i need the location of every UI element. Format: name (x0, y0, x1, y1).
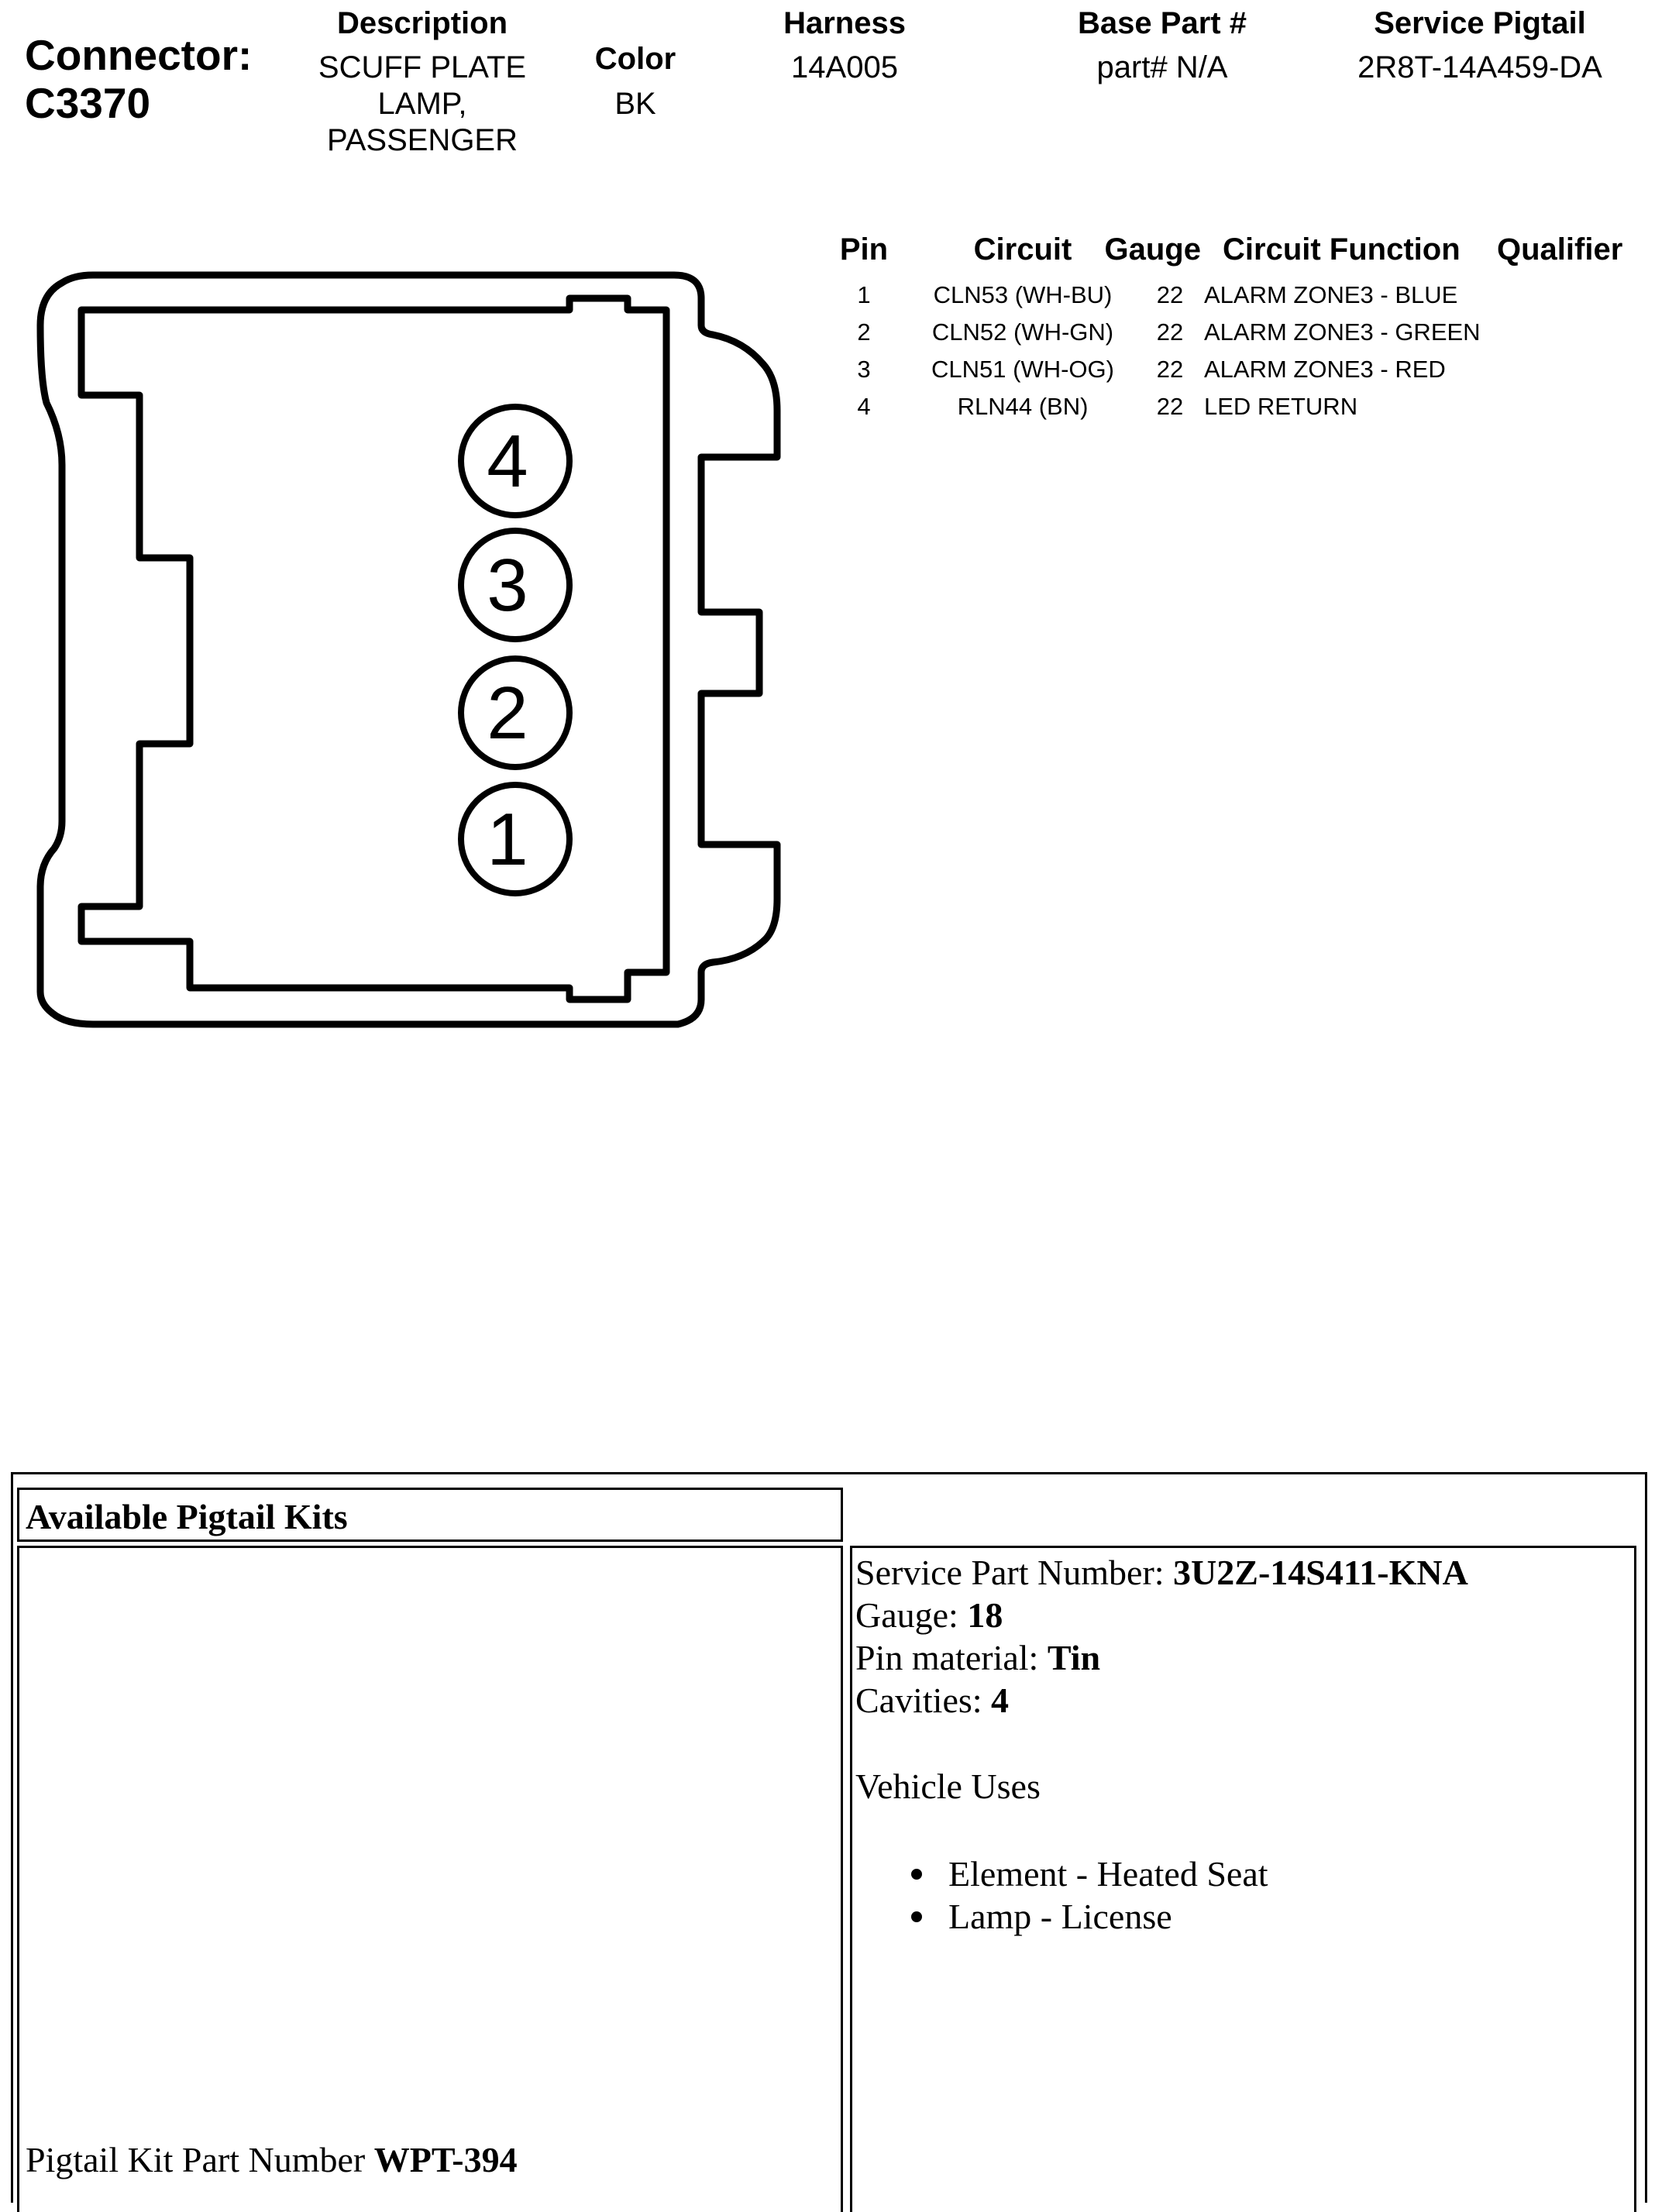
circuit-function: ALARM ZONE3 - GREEN (1204, 318, 1481, 346)
description-line: LAMP, (377, 87, 467, 121)
connector-housing-outline (36, 271, 781, 1028)
bullet-icon (911, 1911, 922, 1923)
circuit-id: CLN51 (WH-OG) (931, 356, 1114, 383)
connector-id: C3370 (25, 79, 151, 127)
kit-gauge: Gauge: 18 (855, 1594, 1003, 1636)
base-part-label: Base Part # (1078, 6, 1247, 40)
list-item: Element - Heated Seat (911, 1853, 1268, 1895)
service-part-value: 3U2Z-14S411-KNA (1173, 1553, 1468, 1592)
pin-1-circle (458, 782, 573, 896)
pin-4-circle (458, 404, 573, 518)
circuit-id: RLN44 (BN) (957, 393, 1089, 420)
pigtail-kit-part-number: Pigtail Kit Part Number WPT-394 (26, 2138, 518, 2181)
qualifier-column-header: Qualifier (1497, 232, 1623, 267)
description-value: SCUFF PLATE LAMP, PASSENGER (294, 50, 550, 159)
pigtail-kits-title: Available Pigtail Kits (26, 1497, 348, 1536)
circuit-function: ALARM ZONE3 - BLUE (1204, 281, 1458, 308)
gauge-value: 22 (1156, 281, 1184, 308)
service-part-label: Service Part Number: (855, 1553, 1174, 1592)
pin-3-label: 3 (487, 544, 528, 627)
pin-3-circle (458, 528, 573, 642)
pin-table: Pin Circuit Gauge Circuit Function Quali… (837, 232, 1650, 434)
pin-1-label: 1 (487, 798, 528, 881)
pigtail-kits-frame (11, 1472, 1647, 2203)
pin-number: 4 (857, 393, 871, 420)
pigtail-kit-right-cell: Service Part Number: 3U2Z-14S411-KNA Gau… (850, 1546, 1636, 2212)
color-label: Color (594, 42, 676, 76)
service-pigtail-label: Service Pigtail (1374, 6, 1586, 40)
pin-material-label: Pin material: (855, 1638, 1048, 1677)
description-line: SCUFF PLATE (318, 50, 527, 84)
pigtail-kit-left-cell: Pigtail Kit Part Number WPT-394 (17, 1546, 843, 2212)
vehicle-use-text: Element - Heated Seat (948, 1854, 1268, 1894)
description-label: Description (336, 6, 508, 40)
kit-part-value: WPT-394 (373, 2140, 518, 2179)
pin-number: 3 (857, 356, 871, 383)
gauge-value: 22 (1156, 393, 1184, 420)
pin-4-label: 4 (487, 420, 528, 503)
pin-material: Pin material: Tin (855, 1636, 1100, 1679)
table-row: 1 CLN53 (WH-BU) 22 ALARM ZONE3 - BLUE (837, 281, 1650, 312)
color-value: BK (614, 87, 656, 121)
circuit-id: CLN52 (WH-GN) (931, 318, 1114, 346)
harness-label: Harness (783, 6, 906, 40)
gauge-value: 22 (1156, 318, 1184, 346)
base-part-value: part# N/A (1096, 50, 1228, 84)
function-column-header: Circuit Function (1223, 232, 1461, 267)
gauge-value: 22 (1156, 356, 1184, 383)
kit-gauge-value: 18 (967, 1595, 1003, 1635)
harness-value: 14A005 (791, 50, 898, 84)
bullet-icon (911, 1869, 922, 1880)
circuit-function: ALARM ZONE3 - RED (1204, 356, 1446, 383)
vehicle-uses-label: Vehicle Uses (855, 1767, 1041, 1806)
circuit-column-header: Circuit (973, 232, 1072, 267)
service-part-number: Service Part Number: 3U2Z-14S411-KNA (855, 1551, 1468, 1594)
pin-material-value: Tin (1047, 1638, 1101, 1677)
pin-column-header: Pin (839, 232, 889, 267)
cavities-value: 4 (991, 1681, 1010, 1720)
pin-number: 1 (857, 281, 871, 308)
service-pigtail-value: 2R8T-14A459-DA (1357, 50, 1602, 84)
connector-diagram: 4 3 2 1 (36, 271, 781, 1028)
cavities: Cavities: 4 (855, 1679, 1009, 1722)
pigtail-kits-title-box: Available Pigtail Kits (17, 1488, 843, 1542)
vehicle-use-text: Lamp - License (948, 1897, 1172, 1936)
gauge-column-header: Gauge (1104, 232, 1201, 267)
pin-2-circle (458, 655, 573, 770)
connector-inner-cavity (77, 294, 670, 1003)
kit-part-label: Pigtail Kit Part Number (26, 2140, 374, 2179)
list-item: Lamp - License (911, 1895, 1172, 1938)
kit-gauge-label: Gauge: (855, 1595, 968, 1635)
table-row: 3 CLN51 (WH-OG) 22 ALARM ZONE3 - RED (837, 356, 1650, 387)
table-row: 4 RLN44 (BN) 22 LED RETURN (837, 393, 1650, 424)
pin-number: 2 (857, 318, 871, 346)
circuit-function: LED RETURN (1204, 393, 1358, 420)
table-row: 2 CLN52 (WH-GN) 22 ALARM ZONE3 - GREEN (837, 318, 1650, 349)
pin-2-label: 2 (487, 672, 528, 755)
description-line: PASSENGER (327, 123, 518, 157)
connector-label: Connector: (25, 31, 253, 79)
cavities-label: Cavities: (855, 1681, 992, 1720)
circuit-id: CLN53 (WH-BU) (933, 281, 1113, 308)
